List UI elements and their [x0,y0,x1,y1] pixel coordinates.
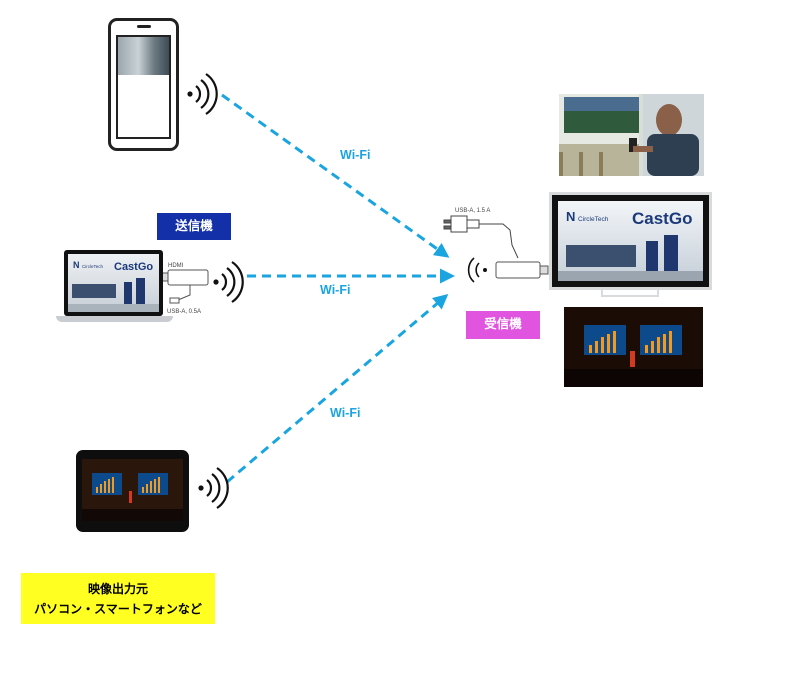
tv-stand [601,290,659,297]
source-note-line2: パソコン・スマートフォンなど [34,602,202,616]
wifi-signal-icon-receiver [467,257,487,283]
svg-text:CastGo: CastGo [632,209,692,228]
tv-castgo-image: N CircleTech CastGo [558,209,703,281]
living-room-photo [559,94,704,176]
wifi-signal-icon-tablet [198,467,229,509]
receiver-usb-label: USB-A, 1.5 A [455,208,490,214]
laptop-device: N CircleTech CastGo [64,250,163,316]
wifi-signal-icon-laptop [213,261,244,303]
svg-text:N: N [73,260,80,270]
phone-speaker [137,25,151,28]
svg-text:CastGo: CastGo [114,261,153,273]
source-note: 映像出力元 パソコン・スマートフォンなど [21,573,215,624]
tablet-screen [82,459,183,521]
usb-power-adapter [443,215,519,259]
wifi-label-middle: Wi-Fi [320,283,350,297]
laptop-castgo-image: N CircleTech CastGo [68,260,159,312]
sender-usb-label: USB-A, 0.5A [167,309,201,315]
sender-hdmi-label: HDMI [168,263,184,269]
phone-screen-thumbnail [118,37,169,75]
tablet-presentation-image [82,459,183,521]
receiver-badge: 受信機 [466,311,540,339]
smartphone-device [108,18,179,151]
phone-screen [116,35,171,139]
svg-text:N: N [566,209,575,224]
presentation-hall-photo [564,307,703,387]
sender-badge: 送信機 [157,213,231,240]
tv-display: N CircleTech CastGo [549,192,712,290]
wifi-line-phone [221,93,450,258]
receiver-dongle [495,261,549,279]
tv-screen: N CircleTech CastGo [558,201,703,281]
source-note-line1: 映像出力元 [87,582,148,596]
sender-dongle [160,269,209,304]
tablet-device [76,450,189,532]
laptop-base [56,316,173,322]
laptop-screen: N CircleTech CastGo [68,254,159,312]
svg-text:CircleTech: CircleTech [578,216,609,223]
wifi-signal-icon-phone [187,73,218,115]
wifi-label-top: Wi-Fi [340,148,370,162]
svg-text:CircleTech: CircleTech [82,264,104,269]
wifi-label-bottom: Wi-Fi [330,406,360,420]
wifi-line-tablet [226,294,449,484]
